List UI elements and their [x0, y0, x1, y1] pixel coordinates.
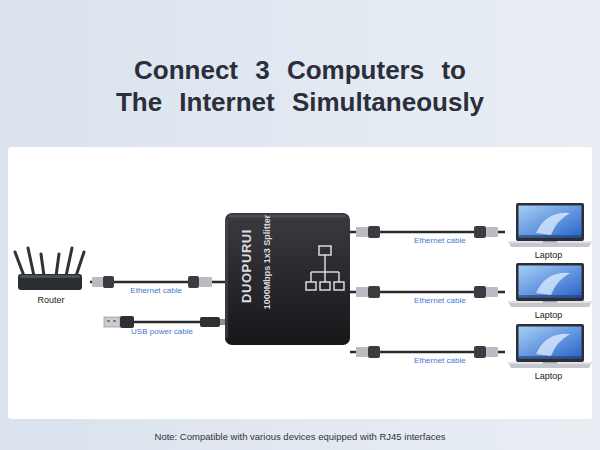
node-label: Laptop	[535, 250, 563, 261]
page-title: Connect 3 Computers to The Internet Simu…	[106, 54, 495, 118]
rj45-boot	[368, 226, 380, 238]
antenna	[56, 254, 59, 276]
usb-slot	[107, 320, 110, 322]
model-text: 1000Mbps 1x3 Splitter	[263, 215, 272, 310]
cable-label: Ethernet cable	[414, 236, 466, 246]
usb-slot	[113, 320, 116, 322]
rj45-boot	[474, 286, 486, 298]
node-label: Laptop	[535, 310, 563, 321]
antenna	[41, 254, 44, 276]
network-icon	[306, 246, 344, 290]
icon-monitor	[334, 282, 344, 290]
housing-edge	[225, 220, 228, 338]
laptop-node: Laptop	[505, 320, 592, 382]
usb-cable	[134, 321, 200, 324]
router-body	[18, 274, 82, 290]
router-icon	[15, 248, 84, 276]
rj45-head	[486, 227, 498, 237]
icon-monitor	[319, 246, 331, 255]
rj45-boot	[188, 276, 199, 288]
icon-line	[324, 272, 325, 282]
antenna	[76, 252, 84, 276]
cable-label: USB power cable	[131, 327, 193, 337]
usb-boot	[200, 317, 220, 327]
antenna	[28, 248, 34, 276]
rj45-head	[486, 347, 498, 357]
white-panel	[8, 147, 592, 419]
icon-line	[324, 255, 325, 272]
router-highlight	[20, 275, 80, 278]
laptop-icon	[508, 203, 592, 247]
right-plugs	[356, 226, 498, 358]
rj45-boot	[474, 346, 486, 358]
splitter-box: DUOPURUI 1000Mbps 1x3 Splitter	[225, 213, 350, 345]
icon-line	[338, 272, 339, 282]
laptop-icon	[508, 324, 592, 368]
rj45-boot	[103, 276, 114, 288]
usb-body	[120, 316, 134, 328]
brand-name: DUOPURUI	[240, 229, 253, 303]
node-label: Router	[37, 295, 64, 306]
icon-monitor	[306, 282, 316, 290]
laptop-node: Laptop	[505, 199, 592, 261]
node-label: Laptop	[535, 371, 563, 382]
rj45-head	[199, 277, 212, 287]
rj45-head	[356, 347, 368, 357]
cable-label: Ethernet cable	[414, 296, 466, 306]
rj45-head	[486, 287, 498, 297]
cable-label: Ethernet cable	[414, 356, 466, 366]
housing-highlight	[229, 215, 346, 218]
rj45-boot	[474, 226, 486, 238]
rj45-head	[356, 287, 368, 297]
antenna	[15, 252, 24, 276]
rj45-head	[92, 277, 103, 287]
usb-tip	[220, 319, 225, 325]
usb-a-plug	[104, 317, 120, 327]
cable-label: Ethernet cable	[130, 286, 182, 296]
antenna	[66, 248, 72, 276]
rj45-head	[356, 227, 368, 237]
router-node: Router	[12, 244, 90, 306]
rj45-boot	[368, 346, 380, 358]
laptop-icon	[508, 263, 592, 307]
splitter-housing	[225, 213, 350, 345]
rj45-boot	[368, 286, 380, 298]
laptop-node: Laptop	[505, 259, 592, 321]
icon-line	[310, 272, 311, 282]
note-text: Note: Compatible with various devices eq…	[155, 431, 446, 443]
icon-monitor	[320, 282, 330, 290]
